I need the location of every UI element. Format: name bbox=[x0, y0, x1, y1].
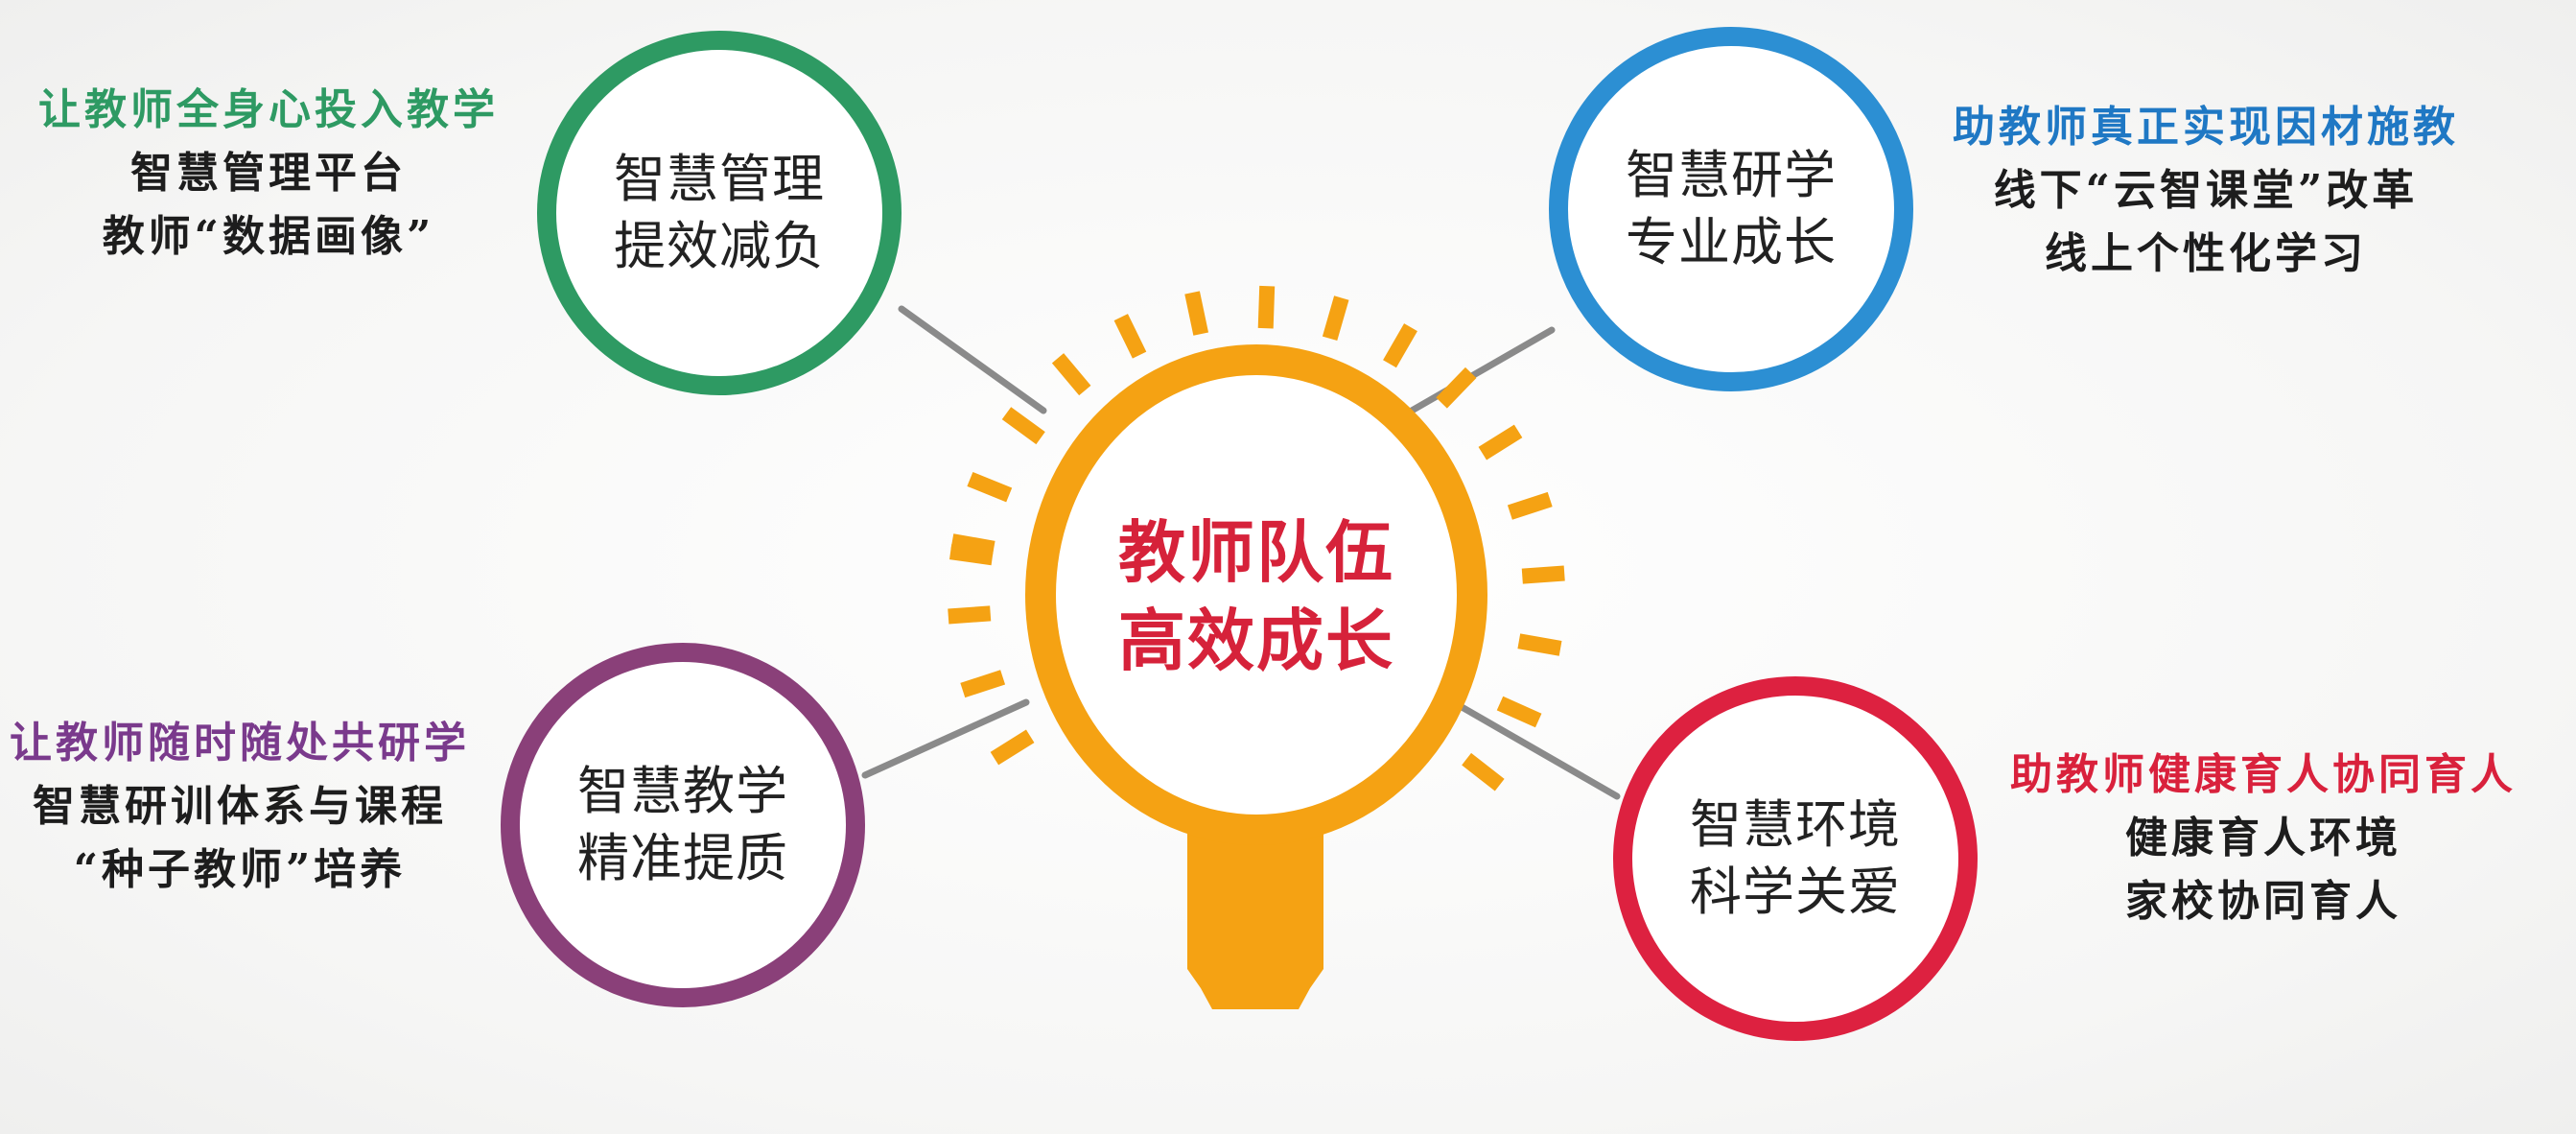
bulb-ray-0 bbox=[948, 544, 994, 566]
management-description-line1: 智慧管理平台 bbox=[130, 149, 407, 198]
environment-description-line1: 健康育人环境 bbox=[2125, 814, 2401, 862]
center-title-line2: 高效成长 bbox=[1118, 602, 1394, 680]
research-description-line1: 线下“云智课堂”改革 bbox=[1993, 166, 2419, 215]
research-description-lead: 助教师真正实现因材施教 bbox=[1953, 103, 2459, 152]
node-environment-line1: 智慧环境 bbox=[1690, 794, 1901, 855]
connector-lines bbox=[861, 305, 1621, 800]
management-description-line2: 教师“数据画像” bbox=[102, 212, 435, 261]
bulb-ray-16 bbox=[950, 533, 995, 556]
bulb-rays bbox=[948, 285, 1565, 791]
node-management-label: 智慧管理 提效减负 bbox=[575, 146, 863, 280]
bulb-ray-15 bbox=[1462, 752, 1505, 791]
ring-environment bbox=[1613, 676, 1978, 1041]
bulb-ray-8 bbox=[1383, 323, 1417, 368]
research-description-line2: 线上个性化学习 bbox=[2045, 229, 2367, 278]
bulb-ray-12 bbox=[1521, 565, 1565, 584]
bulb-ray-4 bbox=[1113, 314, 1147, 359]
environment-description: 助教师健康育人协同育人 健康育人环境 家校协同育人 bbox=[1976, 744, 2551, 933]
node-research-line2: 专业成长 bbox=[1626, 212, 1837, 272]
bulb-ray-11 bbox=[1507, 491, 1553, 520]
ring-research bbox=[1549, 27, 1913, 391]
research-description: 助教师真正实现因材施教 线下“云智课堂”改革 线上个性化学习 bbox=[1918, 96, 2494, 286]
center-title: 教师队伍 高效成长 bbox=[1093, 508, 1419, 685]
bulb-ray-13 bbox=[1517, 633, 1562, 656]
bulb-ray-2 bbox=[1001, 407, 1045, 445]
bulb-ray-9 bbox=[1436, 366, 1477, 409]
node-research-label: 智慧研学 专业成长 bbox=[1587, 142, 1875, 276]
teaching-description-line2: “种子教师”培养 bbox=[73, 845, 407, 894]
connector-research bbox=[1408, 326, 1556, 414]
bulb-ray-18 bbox=[960, 670, 1006, 698]
bulb-ray-14 bbox=[1496, 696, 1542, 728]
bulb-ray-6 bbox=[1257, 285, 1276, 329]
bulb-ray-5 bbox=[1184, 291, 1209, 336]
bulb-glass-ring bbox=[1025, 344, 1487, 845]
center-title-line1: 教师队伍 bbox=[1118, 513, 1394, 592]
node-teaching-label: 智慧教学 精准提质 bbox=[539, 758, 827, 892]
topic-rings bbox=[501, 27, 1978, 1041]
node-teaching-line1: 智慧教学 bbox=[577, 761, 788, 821]
management-description: 让教师全身心投入教学 智慧管理平台 教师“数据画像” bbox=[19, 79, 518, 269]
bulb-ray-17 bbox=[948, 605, 992, 625]
teaching-description-line1: 智慧研训体系与课程 bbox=[33, 782, 447, 831]
bulb-ray-7 bbox=[1322, 295, 1349, 342]
node-environment-label: 智慧环境 科学关爱 bbox=[1651, 791, 1939, 926]
ring-management bbox=[537, 31, 902, 395]
environment-description-lead: 助教师健康育人协同育人 bbox=[2010, 750, 2517, 799]
bulb-ray-3 bbox=[1051, 353, 1091, 396]
node-management-line2: 提效减负 bbox=[614, 216, 825, 276]
connector-environment bbox=[1446, 697, 1621, 800]
node-management-line1: 智慧管理 bbox=[614, 149, 825, 209]
bulb-ray-1 bbox=[967, 471, 1013, 503]
management-description-lead: 让教师全身心投入教学 bbox=[38, 85, 499, 134]
light-bulb-icon bbox=[1025, 344, 1487, 1009]
connector-management bbox=[898, 305, 1047, 414]
bulb-base bbox=[1187, 820, 1323, 1009]
environment-description-line2: 家校协同育人 bbox=[2125, 877, 2401, 926]
teaching-description: 让教师随时随处共研学 智慧研训体系与课程 “种子教师”培养 bbox=[0, 712, 480, 902]
node-environment-line2: 科学关爱 bbox=[1690, 862, 1901, 922]
bulb-ray-10 bbox=[1478, 424, 1523, 461]
teaching-description-lead: 让教师随时随处共研学 bbox=[10, 719, 470, 768]
bulb-ray-19 bbox=[990, 729, 1035, 766]
node-research-line1: 智慧研学 bbox=[1626, 145, 1837, 205]
connector-teaching bbox=[861, 698, 1030, 779]
ring-teaching bbox=[501, 643, 865, 1007]
node-teaching-line2: 精准提质 bbox=[577, 828, 788, 888]
